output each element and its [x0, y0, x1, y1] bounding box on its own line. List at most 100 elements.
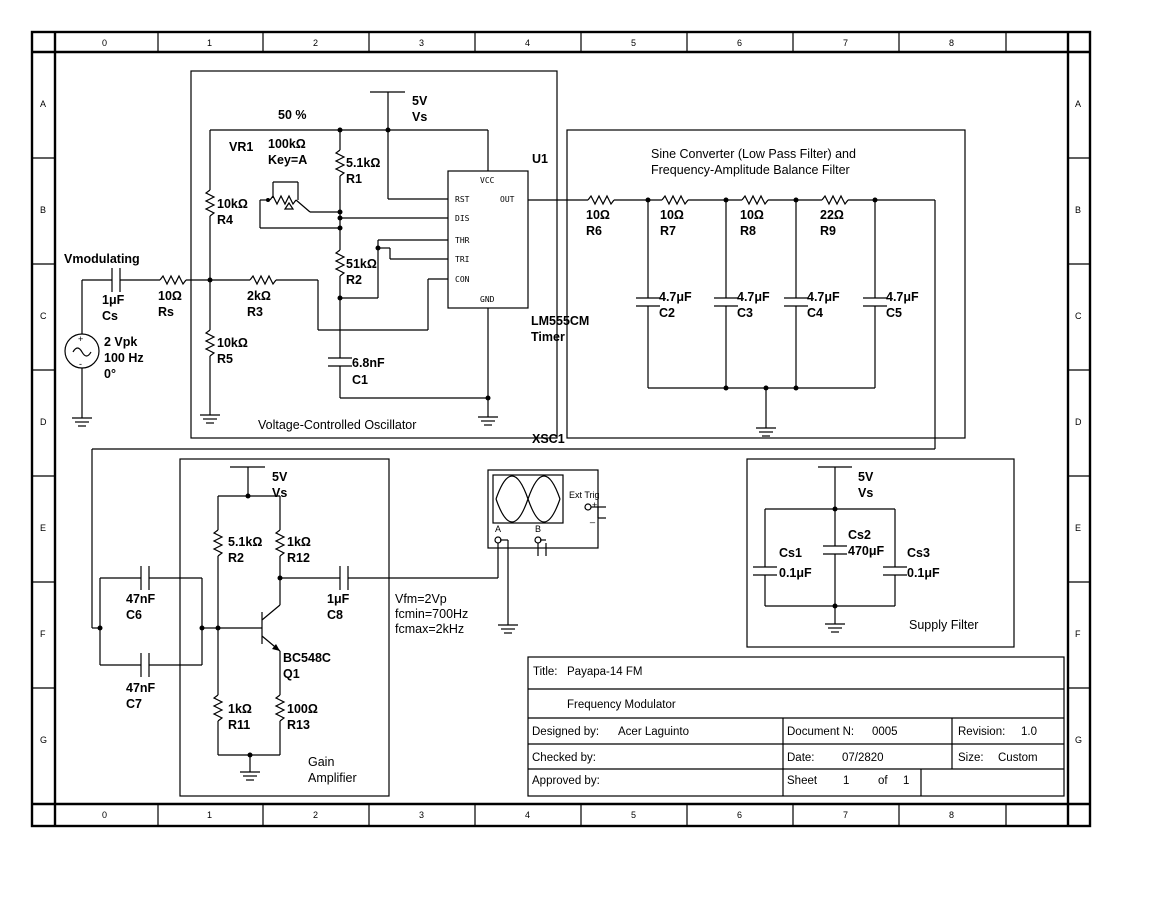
cs-name: Cs — [102, 309, 118, 323]
r2-value: 51kΩ — [346, 257, 377, 271]
r1-name: R1 — [346, 172, 362, 186]
supply-vcc-value: 5V — [858, 470, 874, 484]
frame-row-label: D — [40, 417, 47, 427]
rs-value: 10Ω — [158, 289, 182, 303]
frame-col-label: 2 — [313, 810, 318, 820]
supply-title: Supply Filter — [909, 618, 978, 632]
transistor-q1 — [218, 604, 281, 652]
u1-name: U1 — [532, 152, 548, 166]
note-fcmin: fcmin=700Hz — [395, 607, 468, 621]
frame-col-label: 6 — [737, 38, 742, 48]
resistor-rs — [159, 274, 187, 286]
pin-tri-label: TRI — [455, 255, 470, 264]
vr1-value: 100kΩ — [268, 137, 306, 151]
pin-out-label: OUT — [500, 195, 515, 204]
cs-value: 1μF — [102, 293, 125, 307]
q1-name: Q1 — [283, 667, 300, 681]
title-block: Title: Payapa-14 FM Frequency Modulator … — [527, 656, 1065, 797]
capacitor-c1 — [328, 357, 352, 367]
filter-resistor-name: R6 — [586, 224, 602, 238]
r13-name: R13 — [287, 718, 310, 732]
frame-row-label: F — [1075, 629, 1081, 639]
oscilloscope-xsc1: XSC1 Ext Trig + _ A B — [487, 432, 606, 634]
filter-resistor-name: R7 — [660, 224, 676, 238]
scope-plus: + — [592, 500, 597, 510]
ground-symbol — [200, 414, 220, 424]
frame-row-label: E — [40, 523, 46, 533]
source-phase: 0° — [104, 367, 116, 381]
amp-r2-name: R2 — [228, 551, 244, 565]
r11-name: R11 — [228, 718, 250, 732]
size-value: Custom — [998, 752, 1038, 764]
cs1-name: Cs1 — [779, 546, 802, 560]
resistor-r1 — [334, 149, 346, 177]
revision-label: Revision: — [958, 726, 1005, 738]
filter-title-line1: Sine Converter (Low Pass Filter) and — [651, 147, 856, 161]
scope-ch-a: A — [495, 524, 501, 534]
vr1-name: VR1 — [229, 140, 253, 154]
r3-name: R3 — [247, 305, 263, 319]
frame-col-label: 8 — [949, 38, 954, 48]
vco-vcc-name: Vs — [412, 110, 427, 124]
of-label: of — [878, 775, 888, 787]
vco-vcc-value: 5V — [412, 94, 428, 108]
r3-value: 2kΩ — [247, 289, 271, 303]
amp-title-line2: Amplifier — [308, 771, 357, 785]
filter-cap-value: 4.7μF — [807, 290, 840, 304]
r4-name: R4 — [217, 213, 233, 227]
r2-name: R2 — [346, 273, 362, 287]
designed-label: Designed by: — [532, 726, 599, 738]
amp-r2-value: 5.1kΩ — [228, 535, 262, 549]
r12-value: 1kΩ — [287, 535, 311, 549]
revision-value: 1.0 — [1021, 726, 1037, 738]
ground-symbol — [498, 624, 518, 634]
amp-title-line1: Gain — [308, 755, 334, 769]
frame-col-label: 5 — [631, 38, 636, 48]
pin-thr-label: THR — [455, 236, 470, 245]
c8-name: C8 — [327, 608, 343, 622]
c6-value: 47nF — [126, 592, 156, 606]
u1-part: LM555CM — [531, 314, 589, 328]
document-value: 0005 — [872, 726, 898, 738]
filter-resistor-value: 22Ω — [820, 208, 844, 222]
vco-block: Voltage-Controlled Oscillator 5V Vs 50 %… — [190, 70, 589, 439]
title-label: Title: — [533, 666, 558, 678]
ground-symbol — [825, 623, 845, 633]
pin-gnd-label: GND — [480, 295, 495, 304]
filter-cap-name: C5 — [886, 306, 902, 320]
resistor-r4 — [204, 189, 216, 217]
frame-col-label: 2 — [313, 38, 318, 48]
designed-value: Acer Laguinto — [618, 726, 689, 738]
source-amplitude: 2 Vpk — [104, 335, 137, 349]
approved-label: Approved by: — [532, 775, 600, 787]
c8-value: 1μF — [327, 592, 350, 606]
r12-name: R12 — [287, 551, 310, 565]
amp-vcc-value: 5V — [272, 470, 288, 484]
frame-col-label: 0 — [102, 810, 107, 820]
pin-rst-label: RST — [455, 195, 470, 204]
capacitor-cs3 — [883, 566, 907, 576]
c6-name: C6 — [126, 608, 142, 622]
resistor-r5 — [204, 329, 216, 357]
svg-text:-: - — [79, 359, 82, 369]
u1-type: Timer — [531, 330, 565, 344]
frame-row-label: D — [1075, 417, 1082, 427]
cs1-value: 0.1μF — [779, 566, 812, 580]
frame-col-label: 1 — [207, 810, 212, 820]
frame-row-label: B — [1075, 205, 1081, 215]
filter-cap-name: C2 — [659, 306, 675, 320]
capacitor-cs2 — [823, 545, 847, 555]
size-label: Size: — [958, 752, 984, 764]
ac-source-icon: + - — [64, 333, 100, 369]
subtitle: Frequency Modulator — [567, 699, 676, 711]
potentiometer-vr1 — [259, 181, 343, 231]
filter-cap-value: 4.7μF — [737, 290, 770, 304]
frame-row-label: A — [1075, 99, 1081, 109]
source-name: Vmodulating — [64, 252, 140, 266]
r5-value: 10kΩ — [217, 336, 248, 350]
filter-cap-name: C3 — [737, 306, 753, 320]
vco-title: Voltage-Controlled Oscillator — [258, 418, 416, 432]
date-value: 07/2820 — [842, 752, 884, 764]
